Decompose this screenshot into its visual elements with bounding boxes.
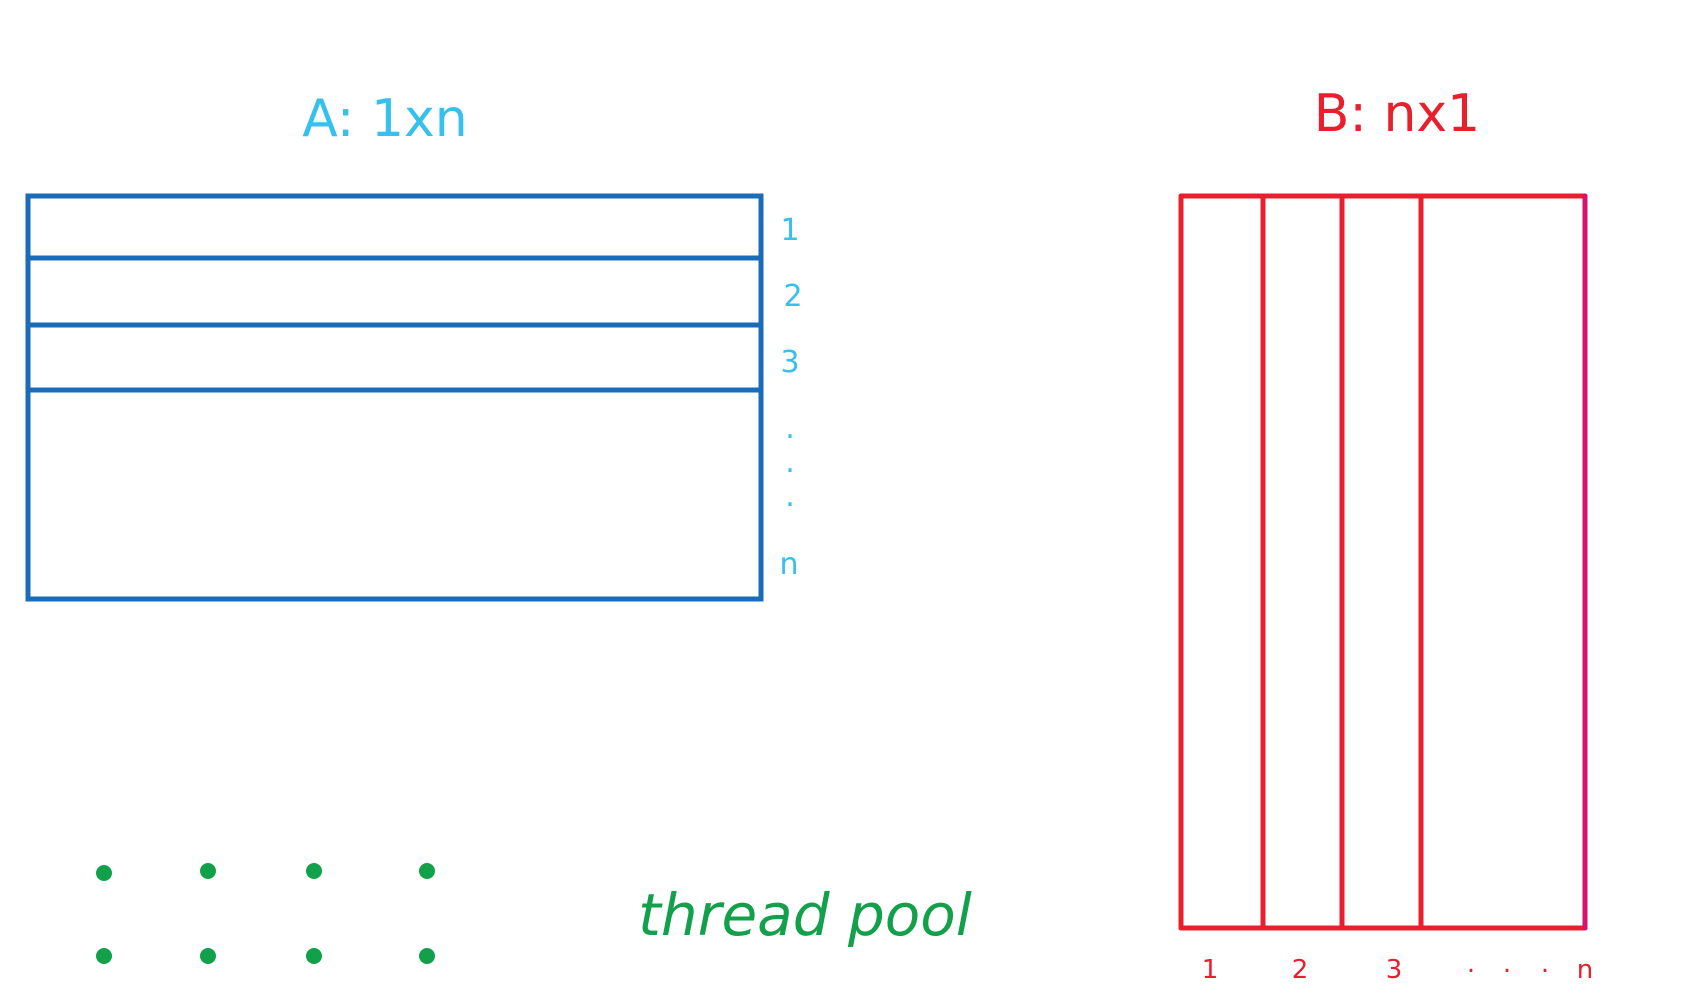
thread-dot [200, 948, 216, 964]
matrix-b-column-label: . [1503, 949, 1511, 979]
matrix-b-column-label: n [1577, 955, 1593, 985]
matrix-a-grid [25, 193, 764, 602]
thread-pool: thread pool [96, 863, 972, 964]
thread-pool-dots [96, 863, 435, 964]
matrix-a-row-label: n [779, 547, 798, 582]
thread-dot [306, 863, 322, 879]
matrix-a-outline [25, 193, 764, 602]
thread-dot [419, 948, 435, 964]
thread-dot [96, 865, 112, 881]
thread-dot [200, 863, 216, 879]
matrix-a-row-label: . [785, 411, 795, 446]
matrix-b: B: nx1 1 2 3 . . . n [1178, 84, 1594, 985]
matrix-a-row-label: 2 [783, 279, 802, 314]
matrix-a-row-label: 3 [780, 345, 799, 380]
matrix-b-column-labels: 1 2 3 . . . n [1202, 949, 1594, 985]
matrix-a: A: 1xn 1 2 3 . . . n [25, 89, 803, 602]
matrix-a-row-label: . [785, 479, 795, 514]
matrix-b-grid [1178, 193, 1588, 931]
matrix-a-row-label: . [785, 445, 795, 480]
matrix-b-column-label: 3 [1386, 955, 1403, 985]
thread-dot [96, 948, 112, 964]
matrix-b-column-label: . [1541, 949, 1549, 979]
matrix-b-title: B: nx1 [1314, 84, 1481, 144]
matrix-b-column-label: 2 [1292, 955, 1309, 985]
matrix-b-column-label: 1 [1202, 955, 1219, 985]
thread-dot [306, 948, 322, 964]
thread-pool-label: thread pool [638, 881, 972, 949]
thread-dot [419, 863, 435, 879]
matrix-a-title: A: 1xn [302, 89, 468, 149]
matrix-b-column-label: . [1467, 949, 1475, 979]
matrix-a-row-label: 1 [780, 213, 799, 248]
matrix-a-row-labels: 1 2 3 . . . n [779, 213, 802, 582]
